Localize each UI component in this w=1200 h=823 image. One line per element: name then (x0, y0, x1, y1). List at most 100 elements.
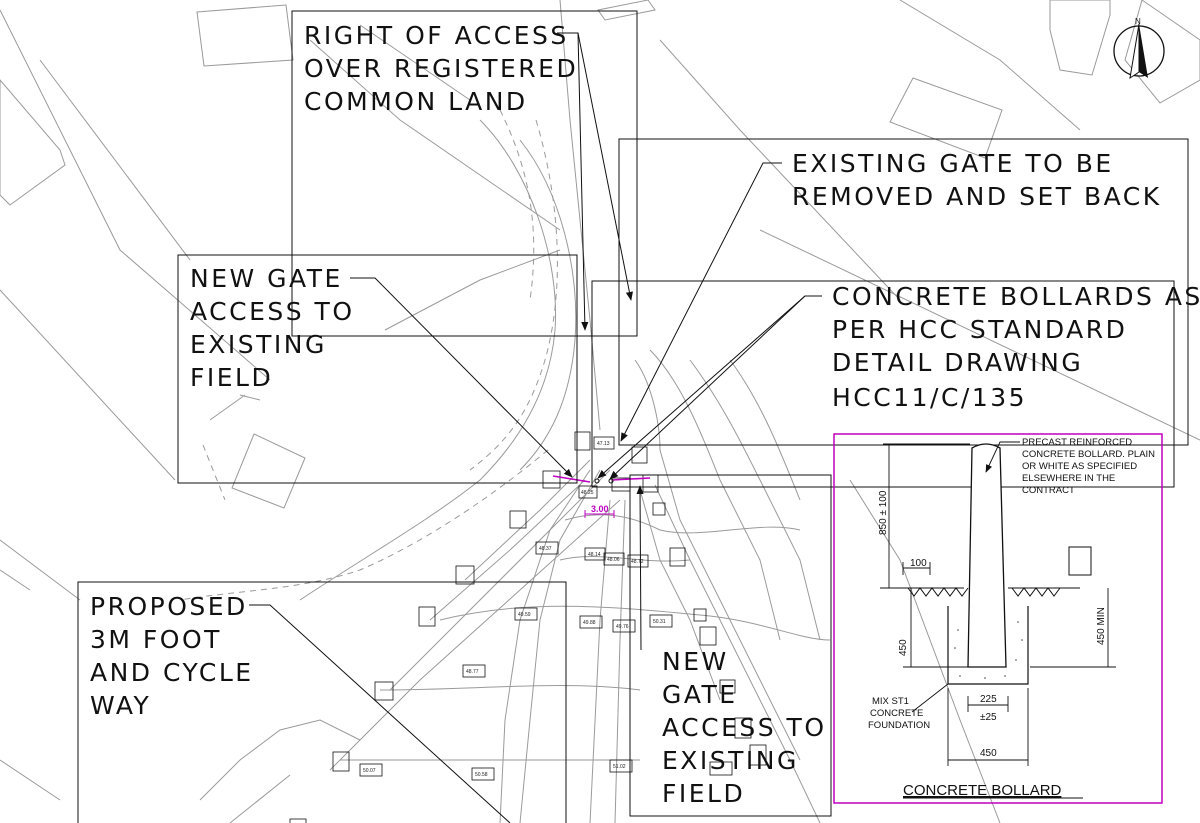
dim-width-inner: 225 (980, 694, 997, 705)
note-line: FIELD (190, 363, 273, 392)
bollard-marker (594, 478, 600, 484)
level-label: 49.88 (583, 620, 596, 626)
leader-bollard-2 (609, 295, 806, 480)
level-box (584, 547, 606, 561)
level-box (535, 541, 559, 555)
note-box-existing-gate (618, 138, 1189, 446)
north-arrow-icon: N (1113, 17, 1165, 80)
note-box-new-gate-lower (629, 474, 832, 817)
detail-title: CONCRETE BOLLARD (903, 782, 1062, 799)
leader-bollard-1 (597, 295, 822, 479)
level-label: 50.58 (475, 772, 488, 778)
note-line: AND CYCLE (90, 658, 254, 687)
dim-top: 100 (910, 558, 927, 569)
level-label: 51.02 (613, 764, 626, 770)
precast-note-line: OR WHITE AS SPECIFIED (1022, 461, 1137, 472)
note-box-concrete-bollards (591, 280, 1175, 488)
dim-height: 850 ± 100 (878, 490, 889, 535)
note-line: PER HCC STANDARD (832, 315, 1127, 344)
note-proposed-way: PROPOSED 3M FOOT AND CYCLE WAY (90, 592, 254, 720)
level-label: 49.59 (518, 612, 531, 618)
note-concrete-bollards: CONCRETE BOLLARDS AS PER HCC STANDARD DE… (832, 282, 1200, 412)
note-line: GATE (662, 680, 738, 709)
note-existing-gate: EXISTING GATE TO BE REMOVED AND SET BACK (792, 149, 1162, 211)
note-line: 3M FOOT (90, 625, 222, 654)
level-box (603, 552, 625, 566)
level-box (612, 619, 636, 633)
note-right-of-access: RIGHT OF ACCESS OVER REGISTERED COMMON L… (304, 21, 576, 116)
building-outline (1124, 0, 1200, 104)
gap-dimension-label: 3.00 (591, 504, 609, 514)
building-outline (231, 433, 306, 509)
detail-dimensions (883, 443, 1116, 766)
level-label: 48.37 (539, 546, 552, 552)
level-post (719, 679, 736, 694)
note-box-proposed-way (77, 581, 567, 823)
level-box (593, 436, 615, 450)
note-line: REMOVED AND SET BACK (792, 182, 1162, 211)
precast-note-line: CONCRETE BOLLARD. PLAIN (1022, 449, 1155, 460)
level-label: 48.77 (466, 669, 479, 675)
level-box (514, 607, 538, 621)
level-label: 47.13 (597, 441, 610, 447)
level-label: 48.06 (607, 557, 620, 563)
building-outline (1049, 0, 1111, 76)
precast-note-line: PRECAST REINFORCED (1022, 437, 1132, 448)
level-post (332, 751, 350, 772)
level-post (418, 606, 436, 627)
dim-width-base: 450 (980, 748, 997, 759)
level-box (579, 615, 603, 629)
level-box (359, 763, 383, 777)
dim-tolerance: ±25 (980, 712, 997, 723)
level-box (462, 664, 486, 678)
level-box (627, 554, 649, 568)
level-labels: 47.13 48.25 48.37 48.14 48.06 48.72 49.5… (363, 441, 666, 778)
note-new-gate-lower: NEW GATE ACCESS TO EXISTING FIELD (662, 647, 824, 808)
level-post (749, 744, 767, 766)
building-outline (0, 79, 66, 206)
bollard-shape (967, 443, 1007, 668)
new-gate-line (552, 475, 591, 483)
note-line: EXISTING (190, 330, 327, 359)
note-line: RIGHT OF ACCESS (304, 21, 569, 50)
new-gate-line (611, 477, 651, 481)
bollard-marker (608, 478, 614, 484)
level-post (669, 547, 686, 567)
note-line: HCC11/C/135 (832, 383, 1027, 412)
level-post (509, 510, 527, 529)
leader-new-gate-lower (636, 485, 644, 651)
gate-markers (552, 475, 651, 518)
level-post (542, 470, 561, 489)
level-label: 50.07 (363, 768, 376, 774)
level-post (289, 818, 307, 823)
foundation-shape (947, 606, 1029, 685)
level-label: 50.31 (653, 619, 666, 625)
note-line: NEW GATE (190, 264, 343, 293)
level-post (699, 626, 717, 646)
note-line: NEW (662, 647, 729, 676)
precast-note-line: ELSEWHERE IN THE (1022, 473, 1115, 484)
level-box (649, 614, 673, 628)
level-box (578, 485, 598, 499)
building-outline (889, 77, 1003, 159)
leader-right-of-access-2 (577, 32, 633, 301)
level-post (693, 608, 707, 622)
level-box (609, 759, 633, 773)
detail-frame (833, 433, 1163, 804)
leader-lines (249, 32, 822, 823)
level-post (631, 446, 648, 464)
north-label: N (1135, 17, 1141, 26)
note-box-right-of-access (291, 10, 638, 337)
dim-depth: 450 (898, 639, 909, 656)
note-new-gate-upper: NEW GATE ACCESS TO EXISTING FIELD (190, 264, 355, 392)
note-line: ACCESS TO (190, 297, 355, 326)
note-line: PROPOSED (90, 592, 248, 621)
annotation-boxes (77, 10, 1189, 823)
note-line: EXISTING GATE TO BE (792, 149, 1114, 178)
dim-min: 450 MIN (1096, 607, 1107, 645)
level-post (734, 717, 752, 739)
building-outline (597, 0, 656, 21)
foundation-note-line: MIX ST1 (872, 696, 909, 707)
